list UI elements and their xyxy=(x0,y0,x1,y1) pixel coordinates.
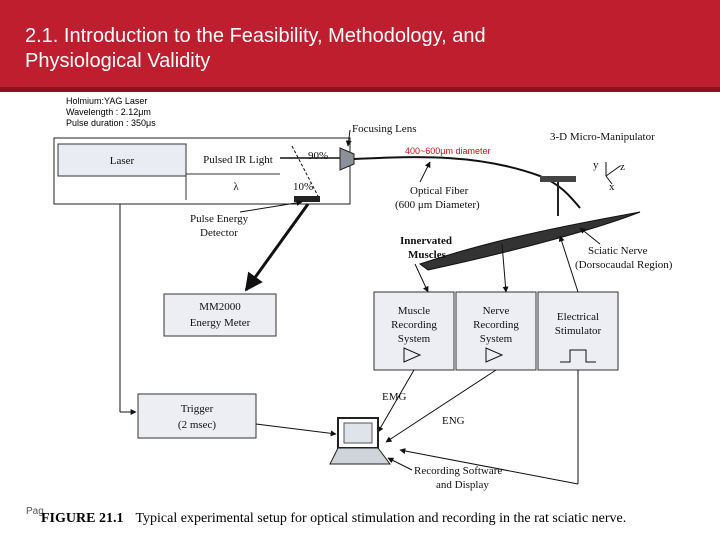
muscle-amp-icon xyxy=(403,347,422,363)
laptop-display xyxy=(343,422,373,444)
emg-label: EMG xyxy=(382,391,407,403)
pulsed-ir-label: Pulsed IR Light xyxy=(203,154,273,166)
nerve-recording-box xyxy=(455,291,537,371)
recording-label1: Recording Software xyxy=(414,465,502,477)
slide-title-line1: 2.1. Introduction to the Feasibility, Me… xyxy=(25,25,486,47)
page-label: Pag xyxy=(26,506,44,517)
nerve-label2: Recording xyxy=(473,319,519,331)
detector-head xyxy=(294,196,320,202)
recording-pointer xyxy=(387,457,413,471)
axis-x-label: x xyxy=(609,181,615,193)
pulse-detector-label2: Detector xyxy=(200,227,238,239)
pct10-label: 10% xyxy=(293,181,313,193)
sciatic-label2: (Dorsocaudal Region) xyxy=(575,259,673,271)
caption-text: Typical experimental setup for optical s… xyxy=(135,511,627,526)
trigger-box xyxy=(137,393,257,439)
eng-line xyxy=(385,369,497,443)
setup-diagram: Laser Pulsed IR Light λ 90% 10% Focusing… xyxy=(53,123,673,491)
trigger-to-laptop xyxy=(255,423,337,437)
focusing-lens xyxy=(339,147,355,171)
muscle-label1: Muscle xyxy=(398,305,431,317)
optical-fiber xyxy=(353,156,581,209)
emg-line xyxy=(377,369,415,433)
mm2000-label1: MM2000 xyxy=(199,301,241,313)
slide-title: 2.1. Introduction to the Feasibility, Me… xyxy=(25,24,705,74)
laser-note-3: Pulse duration : 350μs xyxy=(66,118,156,128)
figure-caption: FIGURE 21.1 Typical experimental setup fo… xyxy=(41,511,626,527)
pulse-detector-label1: Pulse Energy xyxy=(190,213,249,225)
laser-notes: Holmium:YAG Laser Wavelength : 2.12μm Pu… xyxy=(66,96,156,129)
fiber-pointer xyxy=(419,161,431,183)
elec-label2: Stimulator xyxy=(555,325,602,337)
muscle-recording-box xyxy=(373,291,455,371)
electrical-stimulator-box xyxy=(537,291,619,371)
nerve-label1: Nerve xyxy=(483,305,510,317)
laser-label: Laser xyxy=(110,155,135,167)
sciatic-nerve xyxy=(418,211,641,271)
elec-label1: Electrical xyxy=(557,311,599,323)
eng-label: ENG xyxy=(442,415,465,427)
trigger-label1: Trigger xyxy=(181,403,214,415)
setup-figure: Laser Pulsed IR Light λ 90% 10% Focusing… xyxy=(40,104,681,530)
detector-to-meter xyxy=(244,203,310,292)
laptop-base xyxy=(329,447,391,465)
muscle-lead xyxy=(414,263,429,293)
beam-split xyxy=(291,145,319,197)
axis-y-label: y xyxy=(593,159,599,171)
innervated-label2: Muscles xyxy=(408,249,447,261)
mm2000-label2: Energy Meter xyxy=(190,317,251,329)
laser-box xyxy=(57,143,187,177)
mm2000-box xyxy=(163,293,277,337)
slide-title-line2: Physiological Validity xyxy=(25,50,211,72)
lambda-label: λ xyxy=(233,181,239,193)
innervated-label1: Innervated xyxy=(400,235,452,247)
recording-label2: and Display xyxy=(436,479,489,491)
stimulator-lead xyxy=(558,235,579,293)
optical-fiber-label1: Optical Fiber xyxy=(410,185,469,197)
focusing-lens-label: Focusing Lens xyxy=(352,123,416,135)
axis-x xyxy=(605,175,613,185)
micromanipulator-label: 3-D Micro-Manipulator xyxy=(550,131,655,143)
nerve-label3: System xyxy=(480,333,513,345)
stim-to-laptop xyxy=(399,448,579,485)
optical-fiber-label2: (600 μm Diameter) xyxy=(395,199,480,211)
laser-group-frame xyxy=(53,137,351,205)
axis-z xyxy=(605,165,621,177)
pct90-label: 90% xyxy=(308,150,328,162)
caption-label: FIGURE 21.1 xyxy=(41,511,124,526)
pulse-waveform-icon xyxy=(560,349,596,363)
laser-note-1: Holmium:YAG Laser xyxy=(66,96,148,106)
sciatic-label1: Sciatic Nerve xyxy=(588,245,648,257)
lens-pointer xyxy=(345,129,352,147)
trigger-label2: (2 msec) xyxy=(178,419,217,431)
detector-pointer xyxy=(239,199,303,213)
muscle-label2: Recording xyxy=(391,319,437,331)
nerve-amp-icon xyxy=(485,347,504,363)
muscle-label3: System xyxy=(398,333,431,345)
micromanipulator-clamp xyxy=(540,176,576,182)
sciatic-pointer xyxy=(579,227,601,245)
axis-z-label: z xyxy=(620,161,625,173)
laser-note-2: Wavelength : 2.12μm xyxy=(66,107,151,117)
nerve-lead xyxy=(501,243,509,293)
slide-header: 2.1. Introduction to the Feasibility, Me… xyxy=(0,0,720,92)
diameter-note: 400~600μm diameter xyxy=(405,146,491,156)
